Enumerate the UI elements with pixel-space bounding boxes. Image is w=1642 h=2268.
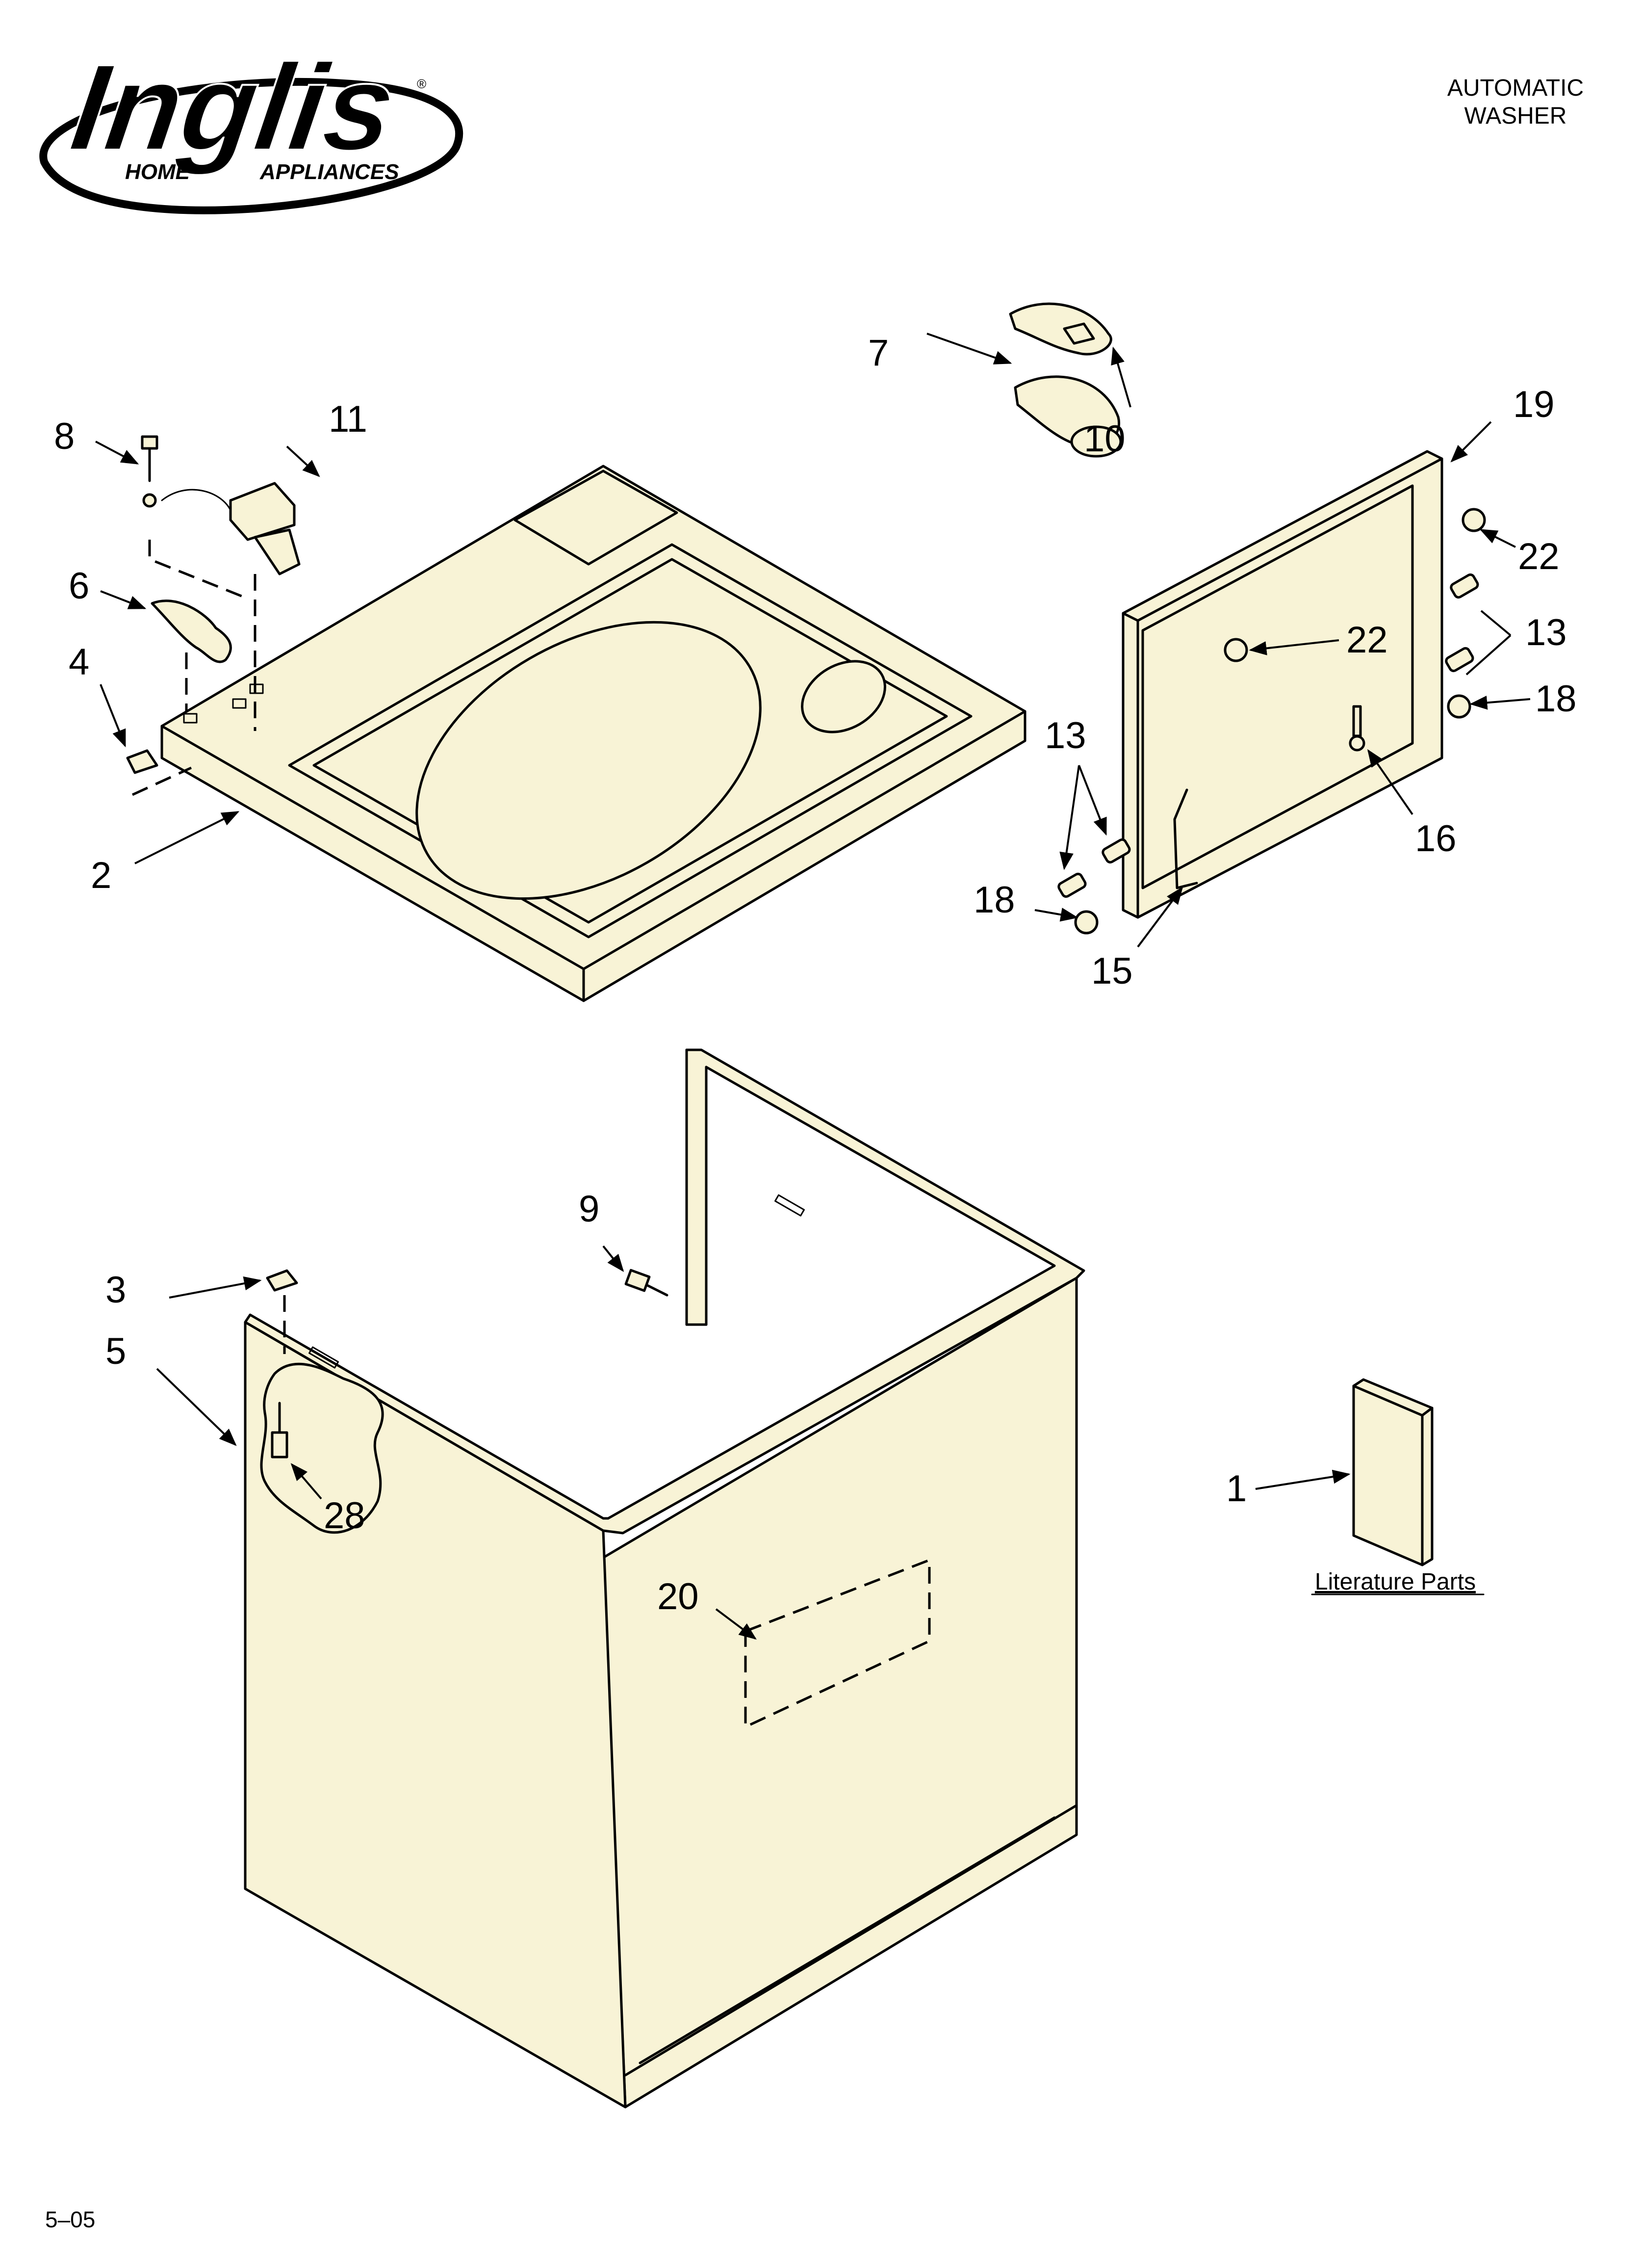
callout-18-right: 18 <box>1535 678 1577 720</box>
callout-13-left: 13 <box>1045 715 1086 756</box>
callout-22-inner: 22 <box>1346 619 1388 661</box>
registered-mark: ® <box>417 77 426 91</box>
leader-lines <box>95 333 1531 1640</box>
clip-3 <box>266 1269 298 1292</box>
cutaway-detail <box>260 1362 384 1534</box>
top-panel <box>160 465 1026 1002</box>
brand-name: Inglis <box>64 39 403 176</box>
callout-5: 5 <box>105 1330 126 1372</box>
lid-hardware <box>1057 508 1486 935</box>
header-line2: WASHER <box>1464 103 1567 129</box>
callout-4: 4 <box>69 641 89 683</box>
left-small-parts <box>126 435 301 796</box>
footer-code: 5–05 <box>45 2207 95 2232</box>
brand-tagline-home: HOME <box>125 160 191 184</box>
literature-book <box>1352 1378 1434 1566</box>
brand-tagline-appliances: APPLIANCES <box>259 160 399 184</box>
literature-caption: Literature Parts <box>1315 1569 1476 1595</box>
callout-9: 9 <box>579 1188 599 1230</box>
callout-1: 1 <box>1226 1468 1247 1510</box>
callout-19: 19 <box>1513 384 1555 425</box>
callout-16: 16 <box>1415 818 1457 860</box>
brand-logo: Inglis HOME APPLIANCES ® <box>39 38 463 214</box>
callout-20: 20 <box>657 1576 699 1617</box>
callout-labels: 8 11 6 4 2 7 10 19 22 22 13 18 16 13 18 … <box>54 332 1577 1617</box>
callout-6: 6 <box>69 565 89 607</box>
callout-28: 28 <box>324 1495 365 1537</box>
decal-outline <box>744 1558 931 1729</box>
lid <box>1122 450 1443 919</box>
callout-15: 15 <box>1091 950 1133 992</box>
callout-8: 8 <box>54 416 75 457</box>
screw-9 <box>624 1269 651 1292</box>
callout-18-left: 18 <box>974 879 1015 921</box>
callout-13-right: 13 <box>1525 612 1567 653</box>
callout-3: 3 <box>105 1269 126 1311</box>
header-line1: AUTOMATIC <box>1447 75 1584 101</box>
dispenser-cups <box>1009 302 1122 458</box>
callout-10: 10 <box>1084 418 1126 460</box>
callout-7: 7 <box>868 332 889 374</box>
callout-11: 11 <box>329 398 367 440</box>
callout-22-right: 22 <box>1518 536 1560 577</box>
callout-2: 2 <box>91 855 111 896</box>
